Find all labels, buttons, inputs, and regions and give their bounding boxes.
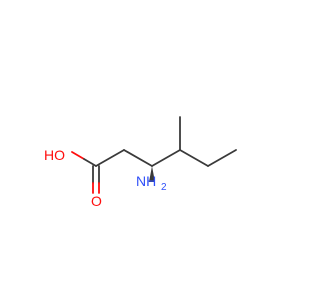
hydroxyl-label: HO — [44, 147, 65, 163]
bond-c2-c3 — [123, 149, 153, 167]
molecule-canvas: HO O NH 2 — [44, 116, 237, 209]
bond-ho-c1 — [83, 158, 97, 167]
carbonyl-oxygen-label: O — [91, 193, 102, 209]
structure-diagram: HO O NH 2 — [44, 116, 237, 209]
bond-ho-c1-red — [71, 151, 85, 160]
bond-c4-c5 — [179, 149, 209, 167]
bond-c1-c2 — [95, 149, 125, 167]
amine-label: NH — [136, 173, 156, 189]
bonds — [71, 116, 237, 194]
amine-subscript: 2 — [161, 182, 167, 193]
bond-c3-c4 — [151, 149, 181, 167]
wedge-bond-c3-n — [149, 166, 155, 182]
bond-c5-c6 — [207, 149, 237, 167]
